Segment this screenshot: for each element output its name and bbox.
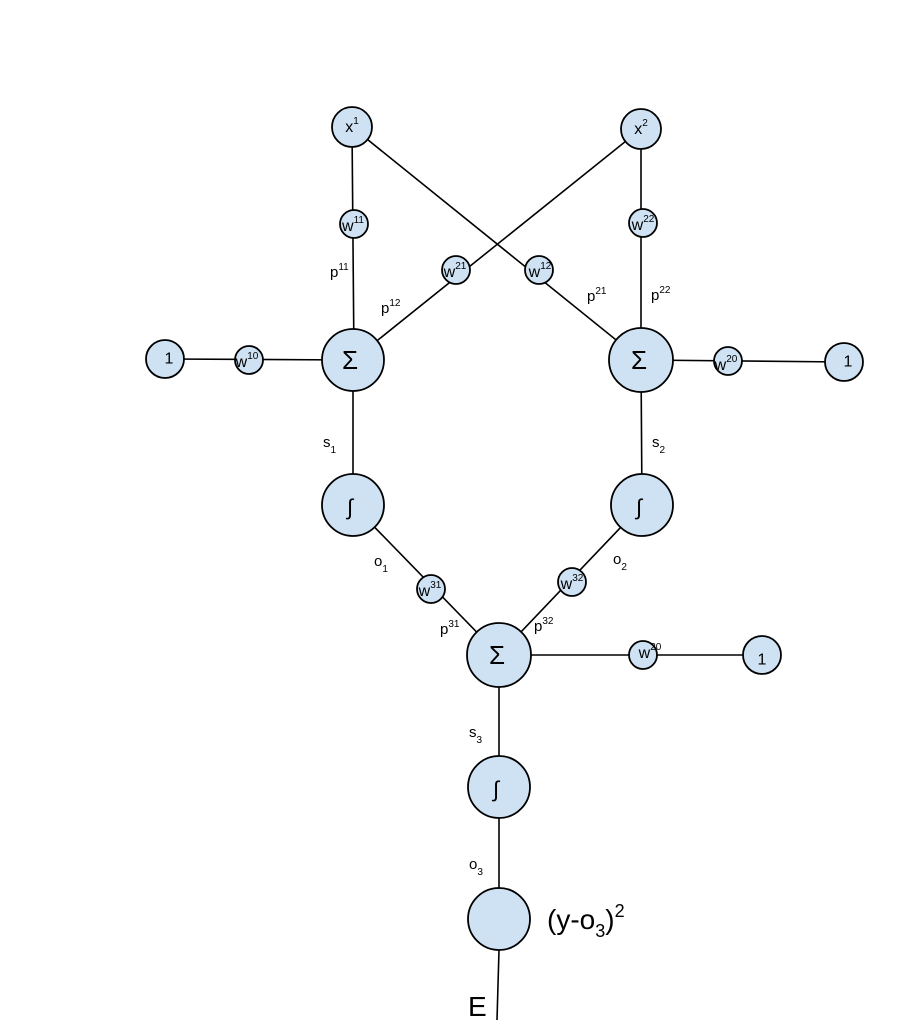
edge-labels: p11 p12 p21 p22 s1 s2 o1 o2 p31 p32 s3 o… [323,262,671,878]
edge-x2-sum1 [352,128,642,361]
label-o1: o1 [374,553,388,575]
svg-text:Σ: Σ [489,640,505,670]
edges [164,126,845,1021]
label-s1: s1 [323,434,337,456]
weight-w20-output: w20 [628,640,662,670]
edge-error-out [496,949,500,1021]
label-p11: p11 [330,262,349,281]
weight-w12: w12 [524,255,554,285]
svg-text:w10: w10 [235,351,259,371]
sum-node-3: Σ [466,622,532,688]
svg-text:∫: ∫ [345,495,355,520]
svg-text:w20: w20 [714,354,738,374]
svg-text:w32: w32 [560,573,584,593]
label-s2: s2 [652,434,666,456]
weight-w22: w22 [628,208,658,238]
node-x1: x1 [331,106,373,148]
svg-text:w12: w12 [528,261,552,281]
error-label: E [468,991,487,1022]
error-node [467,887,531,951]
weight-w31: w31 [416,574,446,604]
weight-w20: w20 [713,346,743,376]
error-formula: (y-o3)2 [547,901,625,941]
sum-node-1: Σ [321,328,385,392]
svg-text:∫: ∫ [491,777,501,802]
bias-node-output: 1 [742,635,782,675]
node-x2: x2 [620,108,662,150]
sum-node-2: Σ [608,327,674,393]
activation-node-1: ∫ [321,473,385,537]
svg-text:1: 1 [165,351,174,368]
svg-text:Σ: Σ [631,345,647,375]
svg-text:1: 1 [758,652,767,669]
bias-node-right: 1 [824,342,864,382]
svg-text:x1: x1 [345,116,359,136]
svg-text:x2: x2 [634,118,648,138]
svg-text:∫: ∫ [634,495,644,520]
label-o3: o3 [469,856,483,878]
weight-w11: w11 [339,209,369,239]
bias-node-left: 1 [145,339,185,379]
label-p32: p32 [534,616,554,635]
svg-text:w21: w21 [443,261,467,281]
label-p12: p12 [381,298,401,317]
label-p22: p22 [651,285,671,304]
svg-text:w11: w11 [341,215,364,235]
label-p21: p21 [587,286,607,305]
edge-x1-sum1 [351,126,355,361]
weight-w10: w10 [234,345,264,375]
svg-text:w22: w22 [631,214,655,234]
svg-text:Σ: Σ [342,345,358,375]
weight-w32: w32 [557,567,587,597]
activation-node-3: ∫ [467,755,531,819]
weight-w21: w21 [441,255,471,285]
edge-x1-sum2 [351,126,642,361]
label-s3: s3 [469,724,483,746]
label-o2: o2 [613,551,627,573]
activation-node-2: ∫ [610,473,674,537]
svg-text:w20: w20 [638,642,662,662]
nodes: x1 x2 w11 w22 w21 w12 1 w10 Σ Σ w20 1 ∫ … [145,106,864,951]
svg-text:w31: w31 [418,580,442,600]
svg-text:1: 1 [844,354,853,371]
label-p31: p31 [440,619,460,638]
